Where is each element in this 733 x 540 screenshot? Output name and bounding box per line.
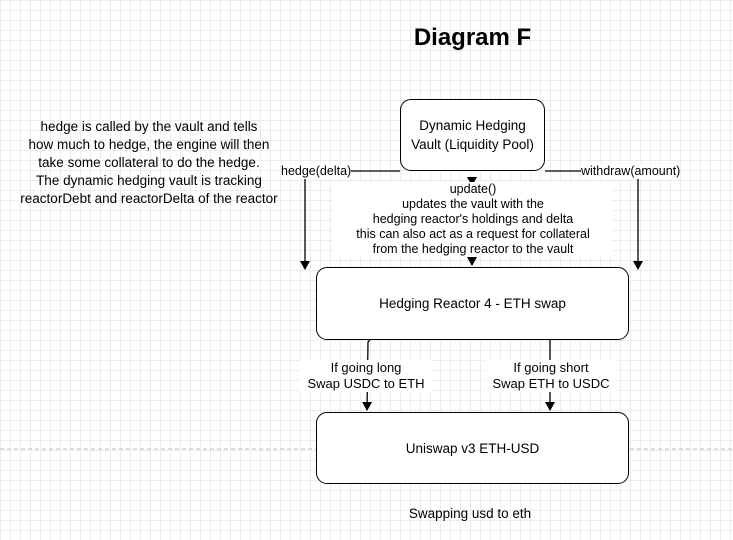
update-line: this can also act as a request for colla… [356, 227, 590, 241]
long-edge-label: If going long Swap USDC to ETH [300, 360, 432, 392]
vault-node[interactable]: Dynamic Hedging Vault (Liquidity Pool) [400, 99, 545, 171]
note-line: take some collateral to do the hedge. [38, 155, 260, 170]
hedge-note: hedge is called by the vault and tells h… [0, 118, 298, 208]
note-line: reactorDebt and reactorDelta of the reac… [20, 191, 278, 206]
short-line: If going short [513, 360, 589, 375]
update-line: hedging reactor's holdings and delta [372, 212, 574, 226]
hedge-edge-label: hedge(delta) [281, 164, 352, 179]
long-line: If going long [330, 360, 402, 375]
short-line: Swap ETH to USDC [492, 376, 610, 391]
update-line: updates the vault with the [402, 197, 544, 211]
withdraw-edge-label: withdraw(amount) [581, 164, 681, 179]
update-edge-label: update() updates the vault with the hedg… [333, 182, 613, 257]
reactor-node-label: Hedging Reactor 4 - ETH swap [379, 296, 566, 311]
reactor-node[interactable]: Hedging Reactor 4 - ETH swap [316, 267, 629, 340]
uniswap-node-label: Uniswap v3 ETH-USD [405, 440, 540, 456]
update-line: update() [449, 182, 497, 196]
vault-node-line: Vault (Liquidity Pool) [411, 137, 534, 152]
note-line: hedge is called by the vault and tells [40, 119, 258, 134]
diagram-caption: Swapping usd to eth [408, 506, 532, 521]
note-line: how much to hedge, the engine will then [28, 137, 270, 152]
diagram-title: Diagram F [413, 24, 532, 51]
short-edge-label: If going short Swap ETH to USDC [485, 360, 617, 392]
long-line: Swap USDC to ETH [307, 376, 425, 391]
note-line: The dynamic hedging vault is tracking [36, 173, 262, 188]
uniswap-node[interactable]: Uniswap v3 ETH-USD [316, 412, 629, 484]
vault-node-line: Dynamic Hedging [419, 118, 526, 133]
update-line: from the hedging reactor to the vault [372, 242, 574, 256]
